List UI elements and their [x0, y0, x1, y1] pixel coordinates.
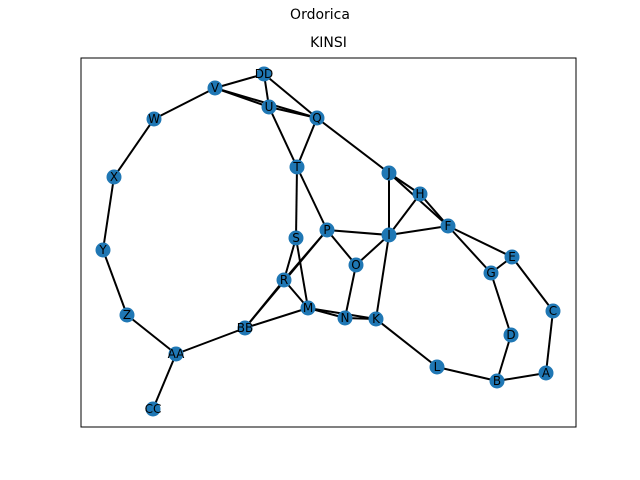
node-l — [429, 359, 445, 375]
node-d — [503, 327, 519, 343]
nodes-layer: A B C D E F G H I J K L M N O P Q R S T U V W X Y Z AA BB CC DD — [95, 66, 561, 417]
edge-q-j — [316, 117, 390, 174]
edge-w-x — [113, 118, 155, 178]
axes-frame — [80, 57, 577, 428]
edge-g-d — [490, 272, 512, 336]
node-dd — [256, 66, 272, 82]
node-n — [337, 310, 353, 326]
node-label-j: J — [386, 166, 391, 180]
edge-l-k — [375, 318, 438, 368]
node-label-d: D — [506, 328, 515, 342]
edge-r-bb — [244, 279, 285, 329]
node-m — [300, 300, 316, 316]
node-aa — [168, 346, 184, 362]
node-label-e: E — [508, 250, 516, 264]
node-label-cc: CC — [145, 402, 162, 416]
edge-b-l — [436, 366, 498, 382]
node-y — [95, 242, 111, 258]
node-label-g: G — [486, 266, 495, 280]
edge-u-q — [268, 106, 318, 119]
node-t — [289, 159, 305, 175]
edge-aa-bb — [175, 327, 246, 355]
node-label-l: L — [434, 360, 441, 374]
edge-i-p — [326, 229, 390, 236]
edge-o-n — [344, 264, 357, 319]
node-c — [545, 303, 561, 319]
node-x — [106, 169, 122, 185]
node-label-z: Z — [123, 308, 131, 322]
edge-p-o — [326, 229, 357, 266]
node-w — [146, 111, 162, 127]
edge-x-y — [102, 176, 115, 251]
node-label-x: X — [110, 170, 118, 184]
node-label-u: U — [265, 100, 274, 114]
node-p — [319, 222, 335, 238]
node-label-c: C — [549, 304, 557, 318]
axes-title: KINSI — [310, 35, 347, 51]
edge-dd-q — [263, 73, 318, 119]
node-bb — [237, 320, 253, 336]
edge-q-t — [296, 117, 318, 168]
node-f — [440, 218, 456, 234]
edge-v-w — [153, 87, 216, 120]
node-label-i: I — [387, 228, 391, 242]
figure-suptitle: Ordorica — [290, 7, 350, 23]
node-r — [276, 272, 292, 288]
node-v — [207, 80, 223, 96]
node-q — [309, 110, 325, 126]
node-h — [412, 186, 428, 202]
edge-bb-m — [244, 307, 309, 329]
edge-h-i — [388, 193, 421, 236]
edge-t-s — [295, 166, 298, 239]
node-label-n: N — [341, 311, 350, 325]
node-label-dd: DD — [255, 67, 273, 81]
edge-a-b — [496, 372, 547, 382]
node-cc — [145, 401, 161, 417]
edge-z-aa — [126, 314, 177, 355]
node-label-s: S — [292, 231, 300, 245]
edge-i-k — [375, 234, 390, 320]
edge-c-a — [545, 310, 554, 374]
node-j — [381, 165, 397, 181]
node-label-k: K — [372, 312, 381, 326]
edge-s-m — [295, 237, 309, 309]
node-u — [261, 99, 277, 115]
edge-f-i — [388, 225, 449, 236]
node-label-aa: AA — [168, 347, 186, 361]
edge-u-t — [268, 106, 298, 168]
node-label-p: P — [323, 223, 330, 237]
node-g — [483, 265, 499, 281]
node-o — [348, 257, 364, 273]
node-label-f: F — [445, 219, 452, 233]
edge-e-c — [511, 256, 554, 312]
edge-f-g — [447, 225, 492, 274]
node-s — [288, 230, 304, 246]
edge-d-b — [496, 334, 512, 382]
edge-dd-v — [214, 73, 265, 89]
node-label-y: Y — [98, 243, 107, 257]
node-b — [489, 373, 505, 389]
edge-f-e — [447, 225, 513, 258]
node-label-o: O — [351, 258, 360, 272]
node-label-t: T — [292, 160, 301, 174]
node-label-h: H — [415, 187, 424, 201]
node-label-w: W — [148, 112, 160, 126]
node-label-a: A — [542, 366, 551, 380]
edge-aa-cc — [152, 353, 177, 410]
node-label-v: V — [211, 81, 220, 95]
node-label-b: B — [493, 374, 501, 388]
node-label-q: Q — [312, 111, 321, 125]
edge-y-z — [102, 249, 128, 316]
node-e — [504, 249, 520, 265]
node-k — [368, 311, 384, 327]
edge-t-p — [296, 166, 328, 231]
node-i — [381, 227, 397, 243]
node-z — [119, 307, 135, 323]
node-label-r: R — [280, 273, 288, 287]
node-label-bb: BB — [237, 321, 253, 335]
node-label-m: M — [303, 301, 313, 315]
node-a — [538, 365, 554, 381]
